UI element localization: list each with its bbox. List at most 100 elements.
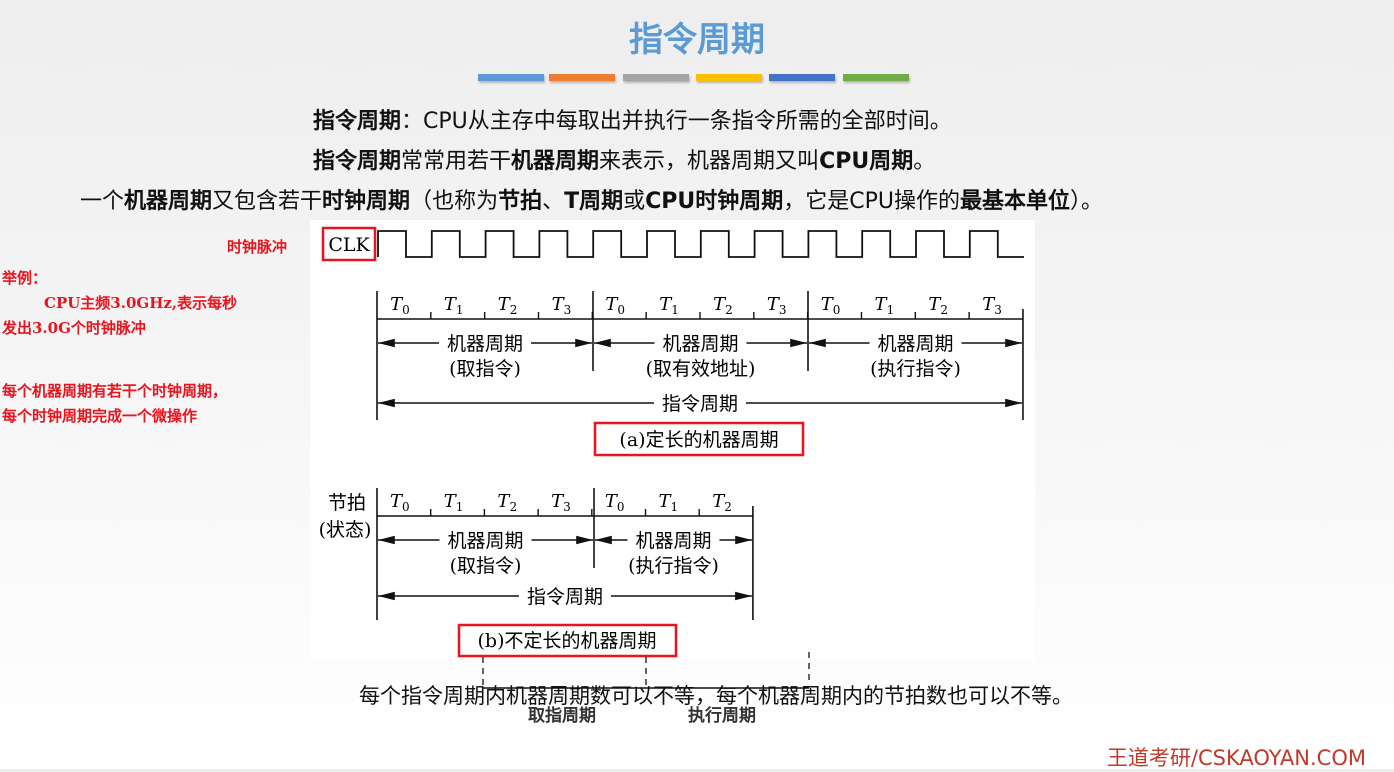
clock-waveform: [377, 230, 1024, 258]
text-segment: 、: [542, 189, 565, 214]
beat-subscript: 1: [456, 500, 464, 514]
beat-subscript: 0: [402, 303, 410, 317]
slide-title: 指令周期: [629, 20, 765, 60]
beat-subscript: 2: [725, 303, 733, 317]
text-segment: 。: [913, 149, 936, 174]
text-segment: 常常用若干: [401, 149, 512, 174]
text-segment: 或: [623, 189, 646, 214]
bold-term: 指令周期: [313, 149, 402, 174]
beat-label: T2: [712, 491, 732, 514]
beat-label: T2: [498, 294, 518, 317]
beat-subscript: 2: [510, 303, 518, 317]
color-bar: [623, 74, 689, 81]
beat-label: T0: [390, 294, 410, 317]
clk-highlight-box: [321, 226, 377, 262]
beat-subscript: 3: [994, 303, 1002, 317]
definition-line: 指令周期：CPU从主存中每取出并执行一条指令所需的全部时间。: [313, 103, 952, 135]
bold-term: T周期: [564, 189, 624, 214]
text-segment: 来表示，机器周期又叫: [599, 149, 820, 174]
color-bar: [549, 74, 615, 81]
bold-term: CPU周期: [819, 149, 914, 174]
beat-label: T1: [875, 294, 895, 317]
instruction-cycle-label: 指令周期: [527, 586, 603, 608]
text-segment: 一个: [80, 189, 125, 214]
machine-cycle-label: 机器周期: [877, 333, 953, 355]
machine-cycle-label: 机器周期: [635, 530, 711, 552]
text-segment: （也称为: [410, 189, 499, 214]
diagram-background: [310, 220, 1035, 660]
machine-cycle-phase: (取指令): [450, 555, 522, 577]
text-segment: ，它是CPU操作的: [783, 189, 961, 214]
machine-cycle-label: 机器周期: [662, 333, 738, 355]
caption-a: (a)定长的机器周期: [619, 429, 778, 451]
beat-label-sub: (状态): [319, 519, 372, 541]
machine-cycle-line: 指令周期常常用若干机器周期来表示，机器周期又叫CPU周期。: [313, 143, 935, 175]
example-line: CPU主频3.0GHz,表示每秒: [44, 294, 238, 312]
bold-term: CPU时钟周期: [645, 189, 784, 214]
fetch-cycle-label: 取指周期: [528, 706, 596, 726]
beat-subscript: 1: [887, 303, 895, 317]
bold-term: 最基本单位: [960, 189, 1071, 214]
beat-subscript: 3: [564, 303, 572, 317]
beat-label: T1: [659, 491, 679, 514]
machine-cycle-phase: (取指令): [449, 358, 521, 380]
beat-label: T1: [659, 294, 679, 317]
machine-cycle-label: 机器周期: [447, 333, 523, 355]
color-bar: [478, 74, 544, 81]
beat-label: T1: [444, 294, 464, 317]
machine-cycle-phase: (执行指令): [870, 358, 961, 380]
color-bar: [769, 74, 835, 81]
beat-subscript: 3: [779, 303, 787, 317]
beat-subscript: 2: [509, 500, 517, 514]
clk-label: CLK: [328, 234, 370, 256]
cycle-note: 每个时钟周期完成一个微操作: [2, 407, 198, 425]
beat-label: T2: [928, 294, 948, 317]
execute-cycle-label: 执行周期: [688, 706, 756, 726]
beat-subscript: 2: [724, 500, 732, 514]
bold-term: 指令周期: [313, 109, 402, 134]
beat-label: T2: [713, 294, 733, 317]
beat-subscript: 0: [402, 500, 410, 514]
machine-cycle-label: 机器周期: [447, 530, 523, 552]
beat-label: T1: [444, 491, 464, 514]
beat-label: T0: [821, 294, 841, 317]
beat-subscript: 1: [456, 303, 464, 317]
cycle-note: 每个机器周期有若干个时钟周期，: [2, 382, 228, 400]
beat-subscript: 0: [833, 303, 841, 317]
beat-subscript: 2: [940, 303, 948, 317]
bold-term: 机器周期: [511, 149, 600, 174]
caption-b: (b)不定长的机器周期: [478, 630, 657, 652]
beat-label: T3: [982, 294, 1002, 317]
beat-subscript: 1: [671, 500, 679, 514]
beat-label: T0: [605, 294, 625, 317]
beat-label: T3: [552, 294, 572, 317]
example-title: 举例：: [2, 269, 48, 287]
color-bar: [696, 74, 762, 81]
clock-cycle-line: 一个机器周期又包含若干时钟周期（也称为节拍、T周期或CPU时钟周期，它是CPU操…: [80, 183, 1103, 215]
overlap-dashes: [482, 652, 810, 688]
text-segment: 又包含若干: [212, 189, 323, 214]
beat-label: T0: [605, 491, 625, 514]
instruction-cycle-label: 指令周期: [662, 393, 738, 415]
beat-subscript: 0: [617, 500, 625, 514]
bold-term: 节拍: [498, 189, 543, 214]
beat-label: T0: [390, 491, 410, 514]
bold-term: 机器周期: [124, 189, 213, 214]
beat-subscript: 1: [671, 303, 679, 317]
caption-b-box: [457, 623, 678, 658]
machine-cycle-phase: (执行指令): [628, 555, 719, 577]
machine-cycle-phase: (取有效地址): [646, 358, 756, 380]
caption-a-box: [593, 421, 805, 457]
summary-sentence: 每个指令周期内机器周期数可以不等，每个机器周期内的节拍数也可以不等。: [359, 684, 1073, 708]
text-segment: ：CPU从主存中每取出并执行一条指令所需的全部时间。: [401, 109, 952, 134]
beat-subscript: 0: [617, 303, 625, 317]
beat-label: T3: [551, 491, 571, 514]
beat-label: 节拍: [328, 492, 366, 514]
beat-subscript: 3: [563, 500, 571, 514]
example-line: 发出3.0G个时钟脉冲: [2, 319, 146, 337]
clock-pulse-label: 时钟脉冲: [227, 238, 288, 256]
color-bar: [843, 74, 909, 81]
beat-label: T3: [767, 294, 787, 317]
text-segment: ）。: [1070, 189, 1104, 214]
